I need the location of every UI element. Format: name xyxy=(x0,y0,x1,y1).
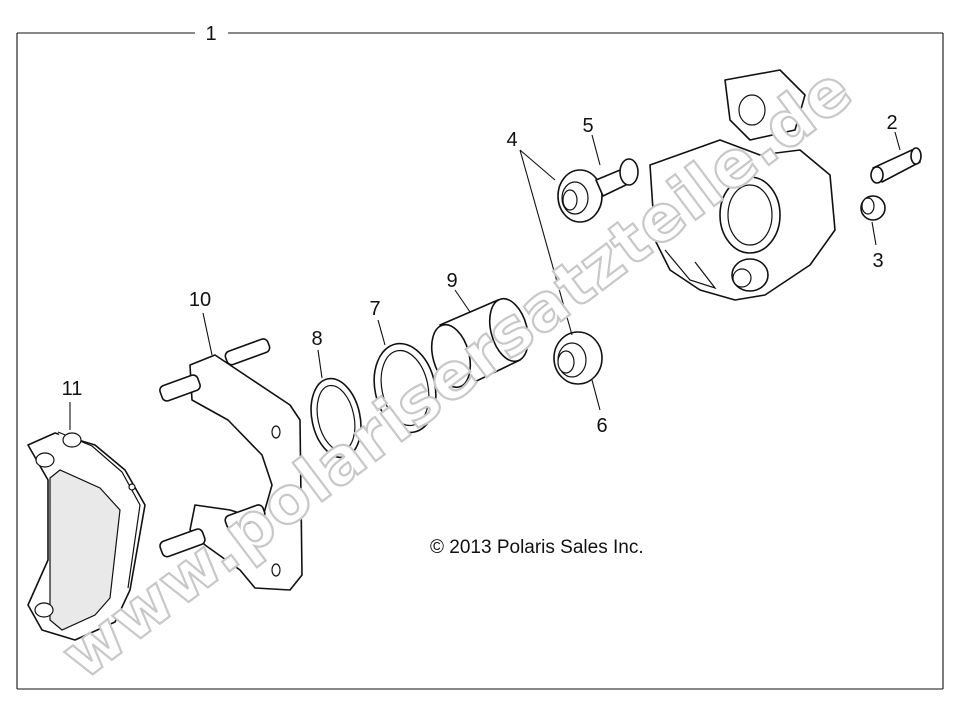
callout-1: 1 xyxy=(205,23,216,45)
watermark: www.polarisersatzteile.de xyxy=(47,51,867,695)
callout-9: 9 xyxy=(446,270,457,292)
seal-ring-part xyxy=(373,342,437,434)
copyright-text: © 2013 Polaris Sales Inc. xyxy=(430,537,644,558)
guide-pin-part xyxy=(595,158,639,197)
bleed-screw-part xyxy=(870,147,922,184)
brake-pad-part xyxy=(27,431,146,641)
piston-part xyxy=(430,297,530,389)
callout-3: 3 xyxy=(872,250,883,272)
callout-11: 11 xyxy=(62,378,83,400)
callout-6: 6 xyxy=(596,415,607,437)
callout-10: 10 xyxy=(189,289,211,311)
callout-7: 7 xyxy=(369,298,380,320)
watermark-text: www.polarisersatzteile.de xyxy=(49,52,867,694)
callout-labels: 1 2 3 4 5 6 7 8 9 10 11 xyxy=(62,23,898,437)
callout-2: 2 xyxy=(886,112,897,134)
boot-lower-part xyxy=(553,331,603,385)
assembly-frame xyxy=(16,32,944,690)
leader-lines xyxy=(69,131,901,430)
callout-8: 8 xyxy=(311,328,322,350)
caliper-bracket-part xyxy=(159,338,303,591)
callout-5: 5 xyxy=(582,115,593,137)
boot-upper-part xyxy=(557,169,603,223)
callout-4: 4 xyxy=(506,129,517,151)
bleed-cap-part xyxy=(860,195,886,221)
seal-small-part xyxy=(310,377,362,459)
caliper-housing-part xyxy=(649,69,836,301)
